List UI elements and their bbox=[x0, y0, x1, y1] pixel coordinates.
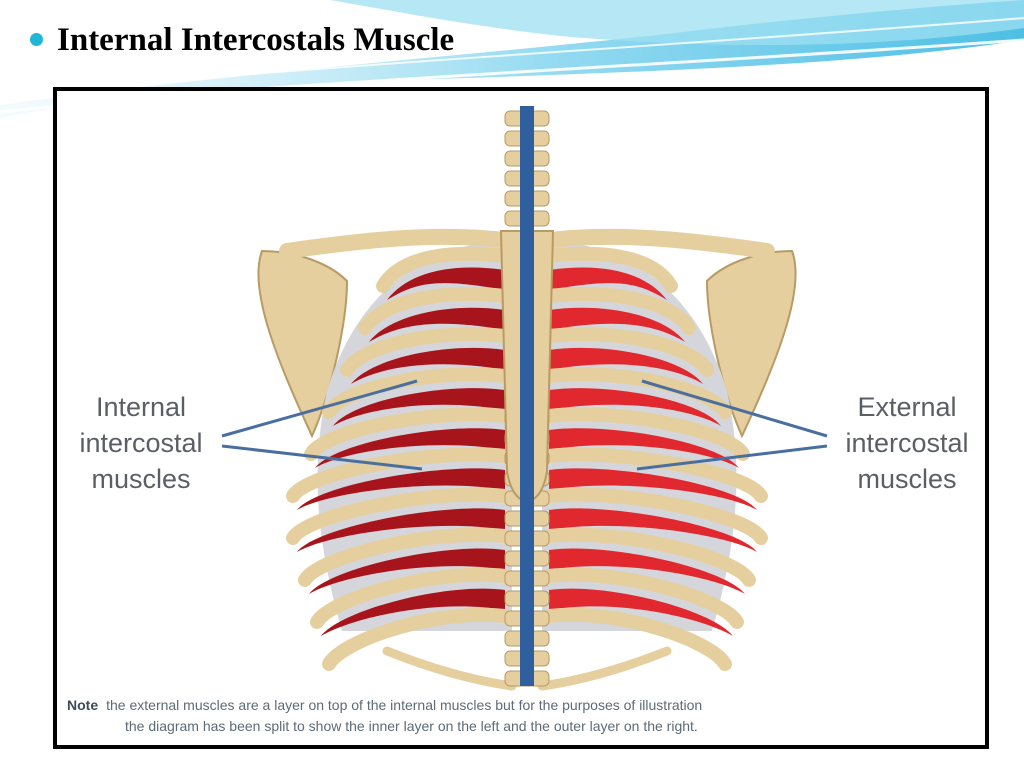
note-line: Note the external muscles are a layer on … bbox=[67, 695, 979, 716]
label-line: muscles bbox=[857, 464, 957, 494]
external-intercostal-muscle bbox=[549, 267, 667, 300]
lower-rib-left bbox=[382, 646, 517, 691]
rib-bone-right bbox=[542, 327, 714, 377]
leader-lines bbox=[221, 379, 828, 471]
label-line: Internal bbox=[95, 392, 187, 422]
rib-bone-left bbox=[340, 327, 512, 377]
clavicle-left bbox=[279, 228, 520, 259]
internal-intercostal-muscle bbox=[351, 347, 505, 384]
rib-bone-right bbox=[542, 246, 678, 293]
note-line: the diagram has been split to show the i… bbox=[125, 718, 698, 734]
internal-intercostal-muscle bbox=[369, 307, 505, 342]
rib-bone-left bbox=[322, 607, 512, 671]
spine-and-sternum bbox=[382, 106, 672, 691]
lower-rib-right bbox=[537, 646, 672, 691]
divider-line bbox=[520, 106, 534, 686]
rib-bone-right bbox=[542, 527, 756, 587]
rib-bone-right bbox=[542, 487, 768, 545]
leader-line-internal-lower bbox=[221, 444, 423, 471]
ribcage-illustration bbox=[221, 106, 828, 691]
external-intercostal-muscle bbox=[549, 428, 739, 468]
rib-bone-left bbox=[376, 246, 512, 293]
rib-bone-right bbox=[542, 567, 744, 629]
internal-intercostal-muscle bbox=[321, 588, 505, 636]
internal-intercostal-muscle bbox=[297, 508, 505, 552]
external-intercostal-muscle bbox=[549, 347, 703, 384]
external-intercostal-muscle bbox=[549, 548, 745, 594]
internal-intercostal-muscle bbox=[309, 548, 505, 594]
clavicle-right bbox=[534, 228, 775, 259]
external-intercostal-muscle bbox=[549, 307, 685, 342]
internal-intercostal-muscle bbox=[297, 468, 505, 510]
external-intercostal-muscle bbox=[549, 588, 733, 636]
internal-intercostal-muscle bbox=[387, 267, 505, 300]
internal-intercostals-side bbox=[257, 228, 520, 671]
label-line: intercostal bbox=[79, 428, 203, 458]
internal-intercostal-muscle bbox=[315, 428, 505, 468]
label-line: intercostal bbox=[845, 428, 969, 458]
note-text: the external muscles are a layer on top … bbox=[106, 697, 703, 713]
figure-note: Note the external muscles are a layer on … bbox=[67, 695, 979, 737]
slide-title: Internal Intercostals Muscle bbox=[30, 22, 454, 59]
note-key: Note bbox=[67, 697, 99, 713]
internal-intercostal-label: Internal intercostal muscles bbox=[61, 389, 221, 497]
internal-intercostal-muscle bbox=[333, 388, 505, 426]
leader-line-internal-upper bbox=[221, 379, 418, 438]
external-intercostal-muscle bbox=[549, 388, 721, 426]
rib-bone-left bbox=[310, 567, 512, 629]
rib-bone-left bbox=[304, 407, 512, 461]
rib-bone-right bbox=[542, 286, 696, 335]
rib-bone-left bbox=[286, 487, 512, 545]
slide-title-text: Internal Intercostals Muscle bbox=[57, 22, 455, 58]
external-intercostal-muscle bbox=[549, 468, 757, 510]
external-intercostals-side bbox=[534, 228, 797, 671]
rib-bone-left bbox=[358, 286, 512, 335]
rib-bone-right bbox=[542, 607, 732, 671]
figure-frame: Internal intercostal muscles External in… bbox=[53, 87, 989, 749]
rib-bone-left bbox=[298, 527, 512, 587]
label-line: External bbox=[857, 392, 957, 422]
leader-line-external-upper bbox=[641, 379, 828, 438]
external-intercostal-label: External intercostal muscles bbox=[827, 389, 985, 497]
label-line: muscles bbox=[91, 464, 191, 494]
leader-line-external-lower bbox=[636, 444, 828, 471]
bullet-icon bbox=[30, 32, 43, 46]
external-intercostal-muscle bbox=[549, 508, 757, 552]
rib-bone-right bbox=[542, 407, 750, 461]
